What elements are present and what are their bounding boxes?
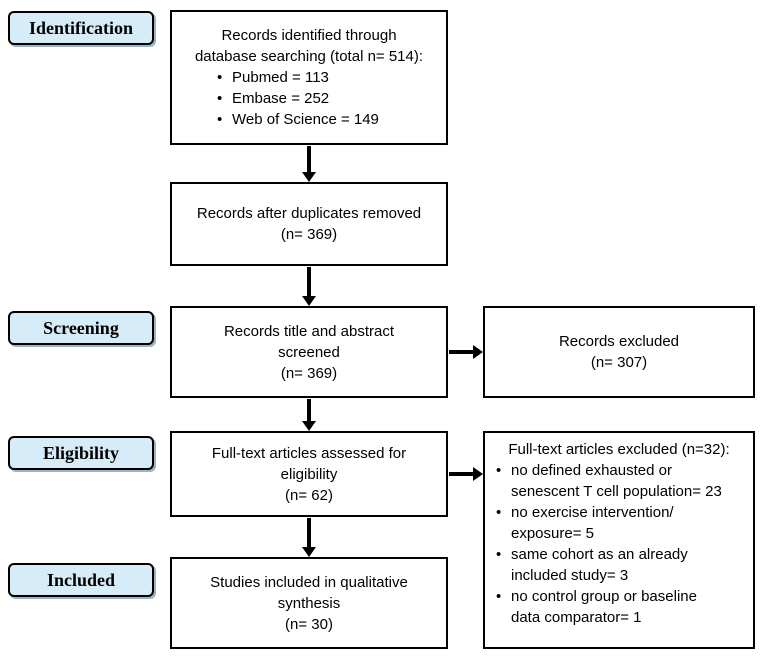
arrowhead-duplicates-to-screened [302, 296, 316, 306]
records-screened-line2: screened [278, 343, 340, 361]
exclusion-reason: same cohort as an already included study… [493, 544, 745, 586]
records-identified-line1: Records identified through [221, 27, 397, 44]
fulltext-assessed-line1: Full-text articles assessed for [211, 444, 407, 462]
records-screened-line1: Records title and abstract [223, 322, 395, 340]
exclusion-reason-line: same cohort as an already [511, 546, 688, 563]
database-item-wos: Web of Science = 149 [214, 109, 379, 130]
arrowhead-fulltext-to-included [302, 547, 316, 557]
studies-included-line2: synthesis [277, 594, 341, 612]
exclusion-reason-line: exposure= 5 [511, 525, 594, 542]
arrowhead-fulltext-to-fulltext-excluded [473, 467, 483, 481]
fulltext-assessed-box: Full-text articles assessed for eligibil… [170, 431, 448, 517]
duplicates-removed-box: Records after duplicates removed (n= 369… [170, 182, 448, 266]
records-screened-box: Records title and abstract screened (n= … [170, 306, 448, 398]
records-excluded-box: Records excluded (n= 307) [483, 306, 755, 398]
exclusion-reason: no control group or baseline data compar… [493, 586, 745, 628]
fulltext-excluded-title: Full-text articles excluded (n=32): [508, 441, 730, 458]
records-excluded-line1: Records excluded [558, 333, 680, 350]
duplicates-removed-line1: Records after duplicates removed [196, 205, 422, 222]
studies-included-line1: Studies included in qualitative [210, 573, 408, 591]
exclusion-reason-line: no control group or baseline [511, 588, 697, 605]
exclusion-reason-line: included study= 3 [511, 567, 629, 584]
database-list: Pubmed = 113 Embase = 252 Web of Science… [214, 67, 379, 130]
fulltext-excluded-box: Full-text articles excluded (n=32): no d… [483, 431, 755, 649]
database-item-embase: Embase = 252 [214, 88, 379, 109]
exclusion-reason: no defined exhausted or senescent T cell… [493, 460, 745, 502]
stage-label-included: Included [8, 563, 154, 597]
records-excluded-line2: (n= 307) [590, 354, 648, 371]
records-identified-box: Records identified through database sear… [170, 10, 448, 145]
stage-label-identification: Identification [8, 11, 154, 45]
arrowhead-screened-to-excluded [473, 345, 483, 359]
stage-label-eligibility: Eligibility [8, 436, 154, 470]
exclusion-reason: no exercise intervention/ exposure= 5 [493, 502, 745, 544]
arrowhead-identified-to-duplicates [302, 172, 316, 182]
fulltext-assessed-line3: (n= 62) [285, 486, 333, 504]
exclusion-reasons-list: no defined exhausted or senescent T cell… [493, 460, 745, 628]
exclusion-reason-line: no exercise intervention/ [511, 504, 674, 521]
records-screened-line3: (n= 369) [280, 364, 338, 382]
exclusion-reason-line: senescent T cell population= 23 [511, 483, 722, 500]
stage-label-screening: Screening [8, 311, 154, 345]
exclusion-reason-line: data comparator= 1 [511, 609, 642, 626]
studies-included-box: Studies included in qualitative synthesi… [170, 557, 448, 649]
exclusion-reason-line: no defined exhausted or [511, 462, 672, 479]
fulltext-assessed-line2: eligibility [280, 465, 338, 483]
arrowhead-screened-to-fulltext [302, 421, 316, 431]
database-item-pubmed: Pubmed = 113 [214, 67, 379, 88]
records-identified-line2: database searching (total n= 514): [194, 48, 424, 65]
duplicates-removed-line2: (n= 369) [280, 226, 338, 243]
studies-included-line3: (n= 30) [285, 615, 333, 633]
